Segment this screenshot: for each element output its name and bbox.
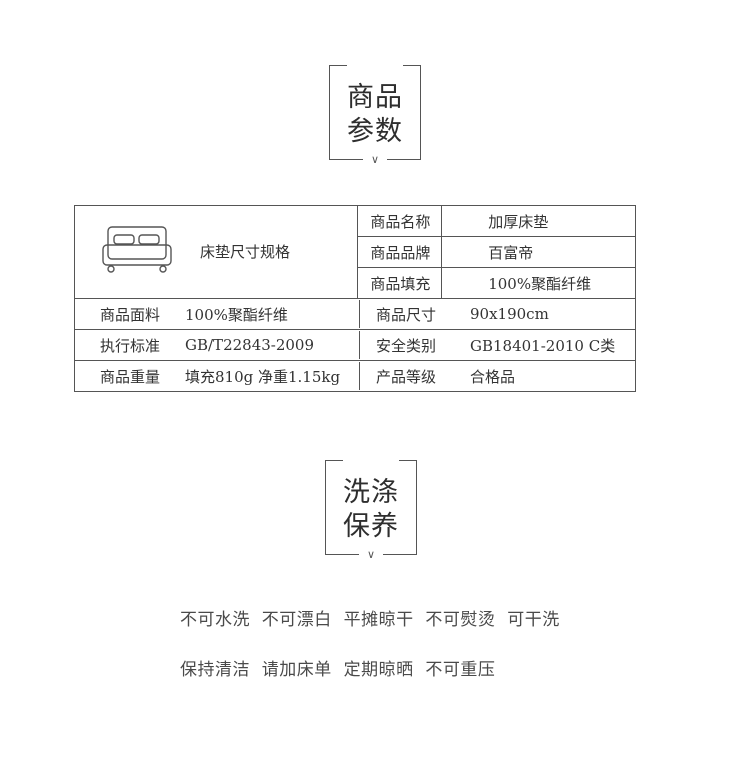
param-label: 产品等级 [376, 367, 437, 386]
param-label: 商品填充 [357, 267, 443, 299]
table-row: 执行标准 GB/T22843-2009 安全类别 GB18401-2010 C类 [74, 329, 636, 361]
title-line-1: 洗涤 [343, 477, 399, 508]
care-instructions-line-1: 不可水洗 不可漂白 平摊晾干 不可熨烫 可干洗 [180, 610, 560, 630]
param-value: 加厚床垫 [441, 205, 636, 237]
param-value: GB/T22843-2009 [185, 336, 315, 354]
chevron-down-icon: ∨ [370, 153, 380, 166]
cell-divider [359, 331, 360, 359]
title-line-2: 保养 [343, 511, 399, 542]
param-value: 填充810g 净重1.15kg [185, 367, 341, 386]
table-row: 商品重量 填充810g 净重1.15kg 产品等级 合格品 [74, 360, 636, 392]
param-label: 商品重量 [100, 367, 161, 386]
title-line-2: 参数 [347, 116, 403, 147]
cell-divider [359, 300, 360, 328]
param-value: 100%聚酯纤维 [185, 305, 288, 324]
cell-divider [359, 362, 360, 390]
param-value: 90x190cm [470, 305, 549, 323]
param-value: GB18401-2010 C类 [470, 336, 616, 355]
param-label: 执行标准 [100, 336, 161, 355]
care-instructions-line-2: 保持清洁 请加床单 定期晾晒 不可重压 [180, 660, 496, 680]
bed-image-cell: 床垫尺寸规格 [73, 205, 359, 299]
param-label: 商品尺寸 [376, 305, 437, 324]
title-line-1: 商品 [347, 82, 403, 113]
param-value: 百富帝 [441, 236, 636, 268]
param-value: 合格品 [470, 367, 516, 386]
table-row: 商品面料 100%聚酯纤维 商品尺寸 90x190cm [74, 298, 636, 330]
param-label: 商品面料 [100, 305, 161, 324]
params-table: 床垫尺寸规格 商品名称 加厚床垫 商品品牌 百富帝 商品填充 100%聚酯纤维 … [73, 205, 636, 392]
param-label: 商品名称 [357, 205, 443, 237]
section-title-care: 洗涤 保养 ∨ [325, 460, 417, 561]
section-title-params: 商品 参数 ∨ [329, 65, 421, 166]
bed-icon [102, 226, 172, 273]
param-label: 商品品牌 [357, 236, 443, 268]
chevron-down-icon: ∨ [366, 548, 376, 561]
bed-size-caption: 床垫尺寸规格 [200, 243, 291, 261]
param-value: 100%聚酯纤维 [441, 267, 636, 299]
param-label: 安全类别 [376, 336, 437, 355]
